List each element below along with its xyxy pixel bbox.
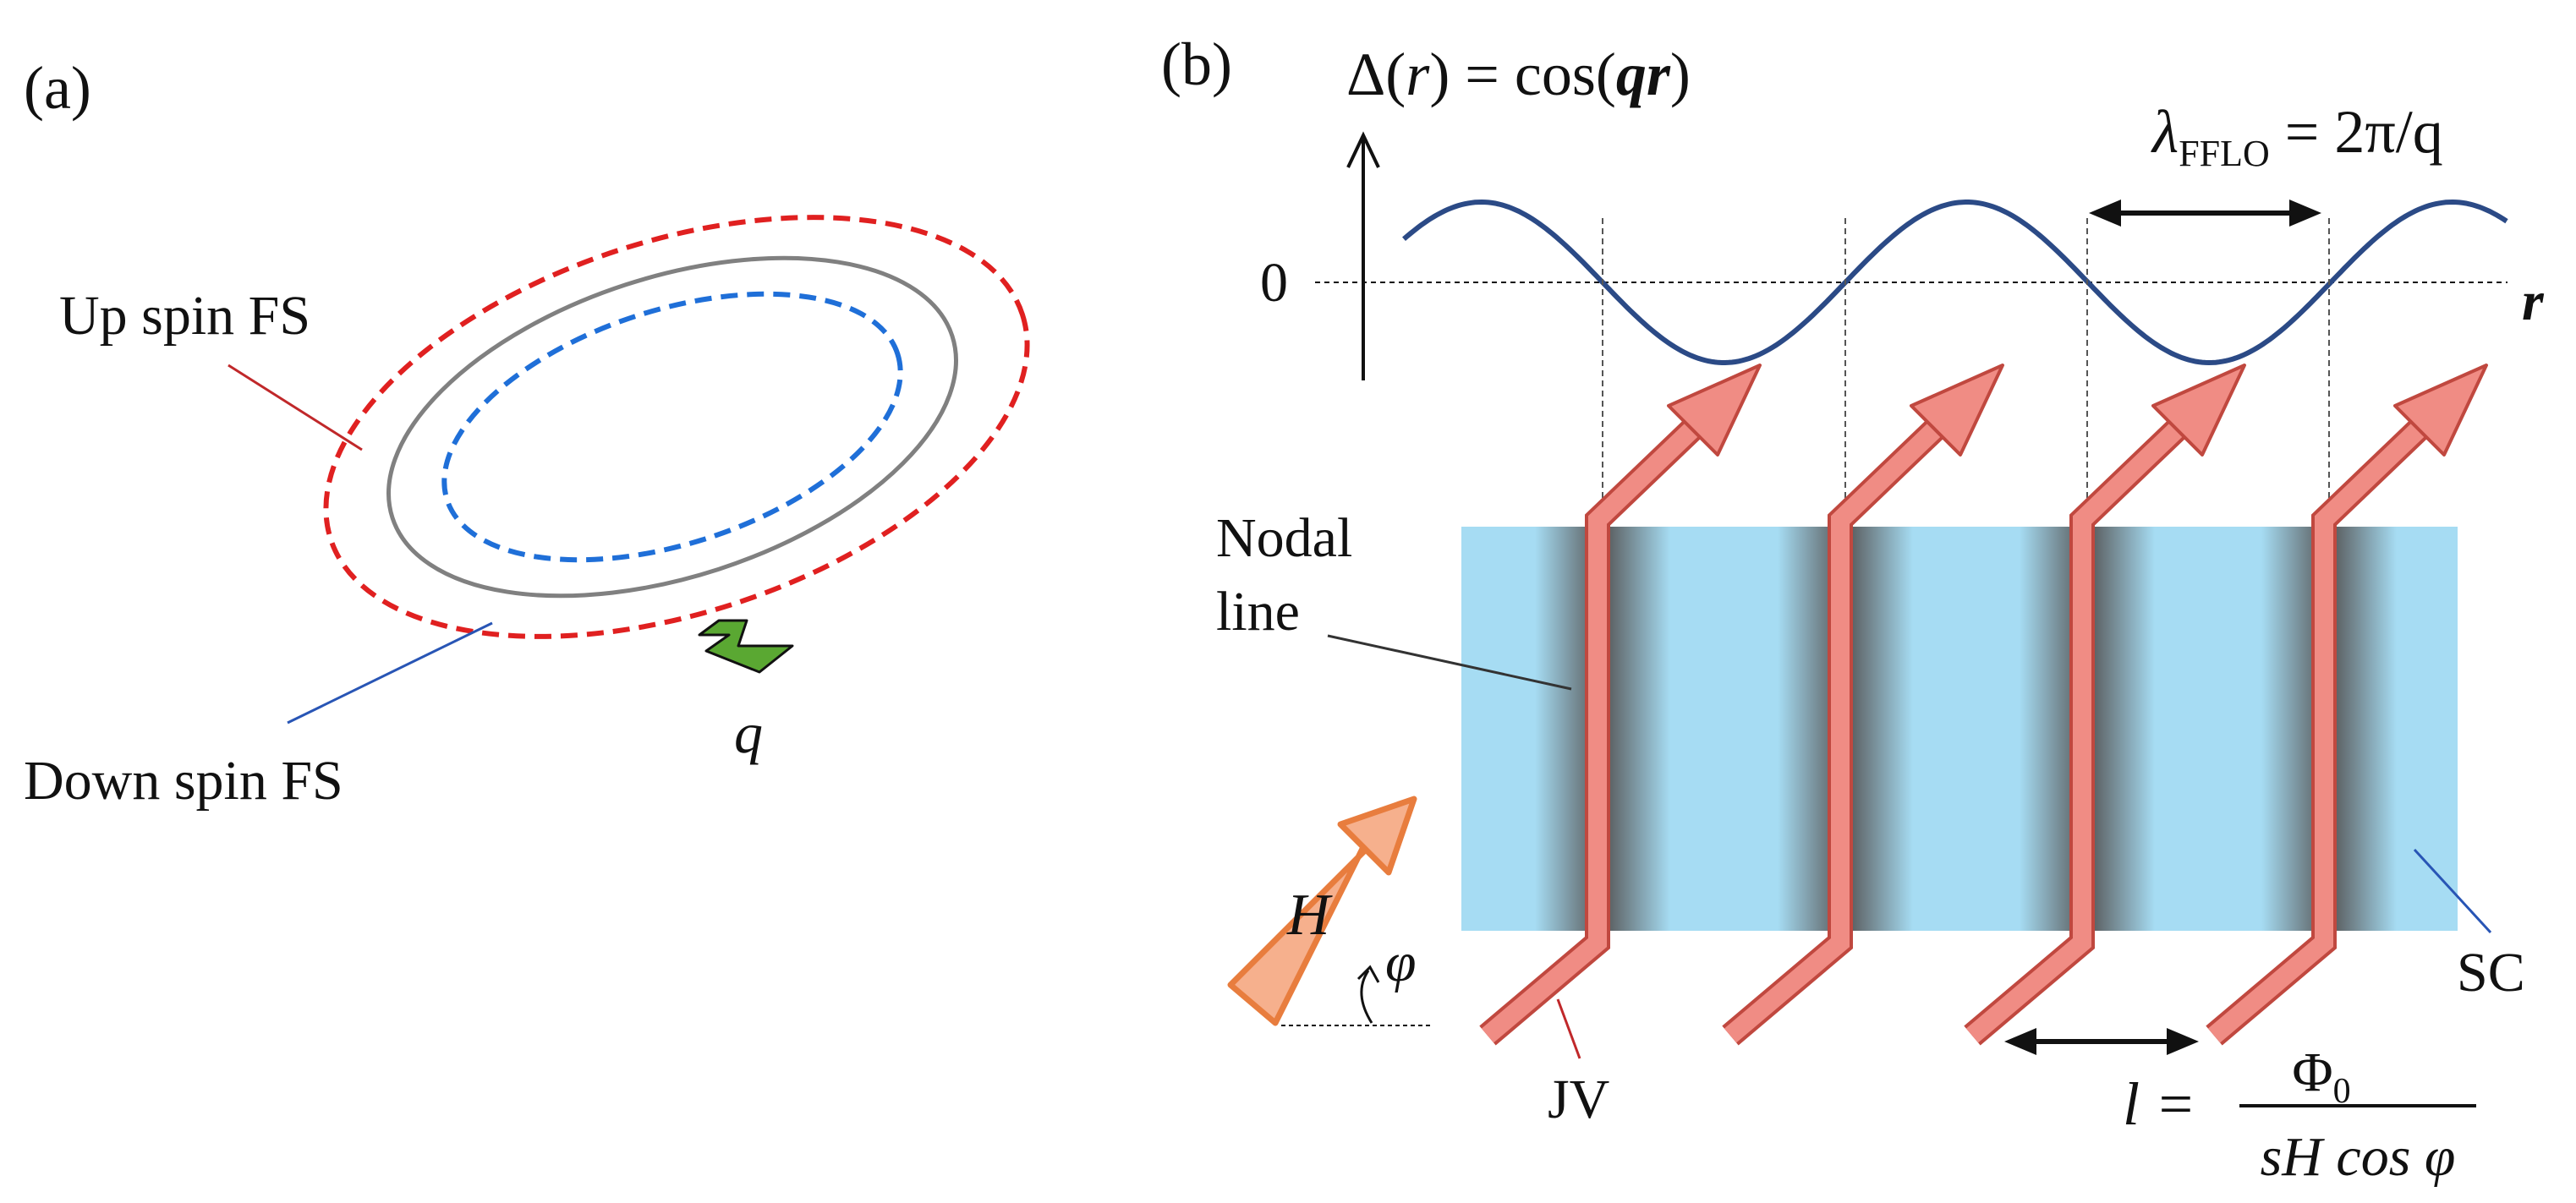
y-axis-arrowhead [1346,131,1380,168]
lambda-arrow-right [2289,200,2321,227]
up-spin-fs-contour [323,215,1030,639]
vortex-body [1965,416,2190,1043]
lambda-annotation: λFFLO = 2π/q [2089,98,2443,227]
down-spin-label: Down spin FS [24,750,343,812]
down-spin-fs-contour [441,291,903,563]
lambda-arrow-left [2089,200,2121,227]
vortex-arrowhead [2151,364,2246,457]
wave-axes: 0 r [1260,131,2545,380]
josephson-vortex-2 [1722,364,2004,1046]
l-arrow-left [2004,1028,2036,1055]
delta-formula: Δ(r) = cos(qr) [1346,41,1691,108]
lambda-label: λFFLO = 2π/q [2151,98,2443,174]
phi-label: φ [1385,932,1417,993]
vortex-body [1724,416,1948,1043]
panel-b-label: (b) [1161,30,1232,98]
nodal-guides [1602,218,2330,507]
panel-a: (a) q Up spin FS Down spin FS [24,54,1030,812]
angle-arc [1360,970,1373,1024]
nodal-label-line2: line [1216,581,1300,643]
cosine-wave [1402,199,2508,366]
panel-b: (b) Δ(r) = cos(qr) 0 r λFFLO = 2π/q Noda… [1161,30,2545,1188]
josephson-vortex-4 [2206,364,2488,1046]
down-spin-leader [287,621,493,725]
vortex-arrowhead [1910,364,2004,457]
field-arrow: H φ [1227,796,1433,1026]
l-annotation: l = Φ0 sH cos φ [2004,1028,2476,1188]
sc-label: SC [2457,942,2525,1003]
panel-a-label: (a) [24,54,91,122]
josephson-vortex-1 [1479,364,1762,1046]
fermi-surface-contour [386,255,958,599]
josephson-vortices [1479,364,2488,1046]
vortex-arrowhead [1667,364,1762,457]
l-formula-numerator: Φ0 [2292,1042,2350,1111]
jv-leader [1556,998,1581,1059]
vortex-body [2207,416,2432,1043]
q-arrow [698,619,794,674]
l-formula-denominator: sH cos φ [2261,1126,2456,1188]
up-spin-leader [227,364,363,451]
angle-arc-head [1357,965,1380,983]
r-axis-label: r [2522,271,2545,332]
nodal-leader [1327,634,1572,691]
q-label: q [734,701,763,765]
josephson-vortex-3 [1964,364,2246,1046]
sc-leader [2413,848,2492,934]
vortex-body [1481,416,1706,1043]
zero-label: 0 [1260,252,1288,314]
h-label: H [1286,883,1333,948]
jv-label: JV [1548,1069,1609,1130]
l-arrow-right [2167,1028,2199,1055]
field-arrow-shape [1227,796,1417,1026]
nodal-label-line1: Nodal [1216,507,1352,569]
vortex-arrowhead [2393,364,2488,457]
up-spin-label: Up spin FS [59,285,310,347]
l-formula-lhs: l = [2123,1070,2196,1138]
fermi-surfaces [323,215,1030,639]
